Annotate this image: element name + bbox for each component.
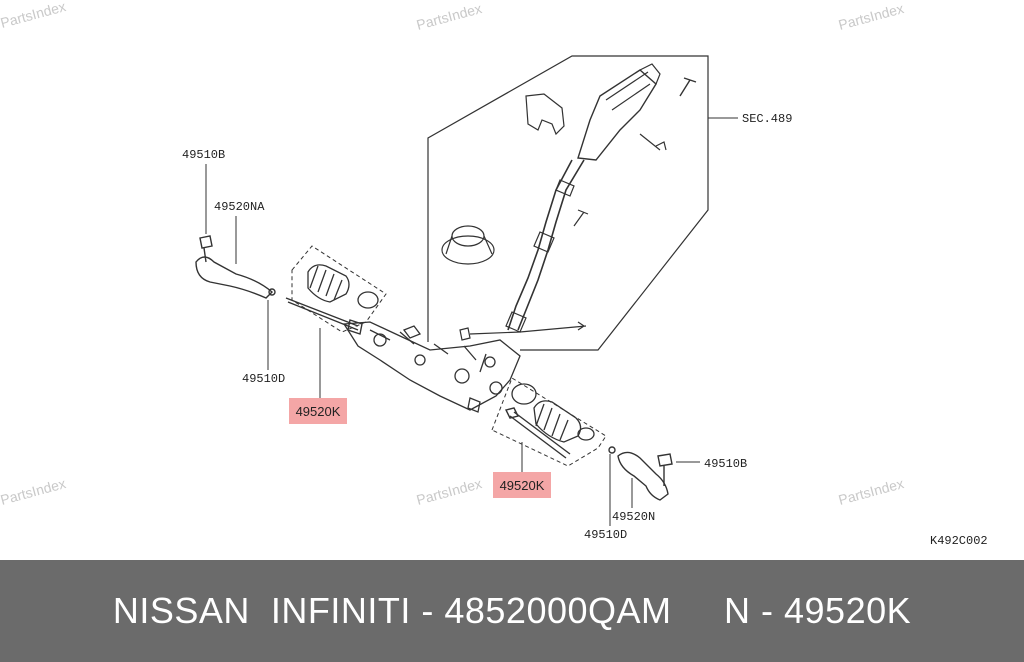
label-49520k-right[interactable]: 49520K	[500, 478, 545, 493]
watermark: PartsIndex	[0, 475, 67, 508]
watermark: PartsIndex	[415, 0, 484, 33]
inner-socket-left	[285, 297, 363, 335]
watermark: PartsIndex	[0, 0, 67, 31]
steering-parts-diagram: PartsIndex PartsIndex PartsIndex PartsIn…	[0, 0, 988, 548]
watermark: PartsIndex	[415, 475, 484, 508]
kit-box-right	[491, 377, 607, 467]
diagram-code: K492C002	[930, 534, 988, 548]
inner-socket-right	[504, 407, 571, 459]
label-49510d-left: 49510D	[242, 372, 285, 386]
label-49520k-left[interactable]: 49520K	[296, 404, 341, 419]
label-49510d-right: 49510D	[584, 528, 627, 542]
footer-part-info: NISSAN INFINITI - 4852000QAM N - 49520K	[112, 590, 912, 631]
label-49510b-right: 49510B	[704, 457, 747, 471]
tie-rod-end-right	[608, 446, 673, 501]
steering-column-group	[427, 55, 709, 351]
watermark: PartsIndex	[837, 0, 906, 33]
highlight-box-right	[493, 472, 551, 498]
label-49520n: 49520N	[612, 510, 655, 524]
tie-rod-end-left	[195, 235, 276, 299]
watermark: PartsIndex	[837, 475, 906, 508]
footer-bar: NISSAN INFINITI - 4852000QAM N - 49520K	[0, 560, 1024, 662]
boot-left	[307, 264, 379, 309]
label-sec-489: SEC.489	[742, 112, 792, 126]
label-49520na: 49520NA	[214, 200, 265, 214]
highlight-box-left	[289, 398, 347, 424]
steering-rack-group	[342, 321, 521, 413]
label-49510b-left: 49510B	[182, 148, 225, 162]
boot-right	[511, 383, 595, 443]
